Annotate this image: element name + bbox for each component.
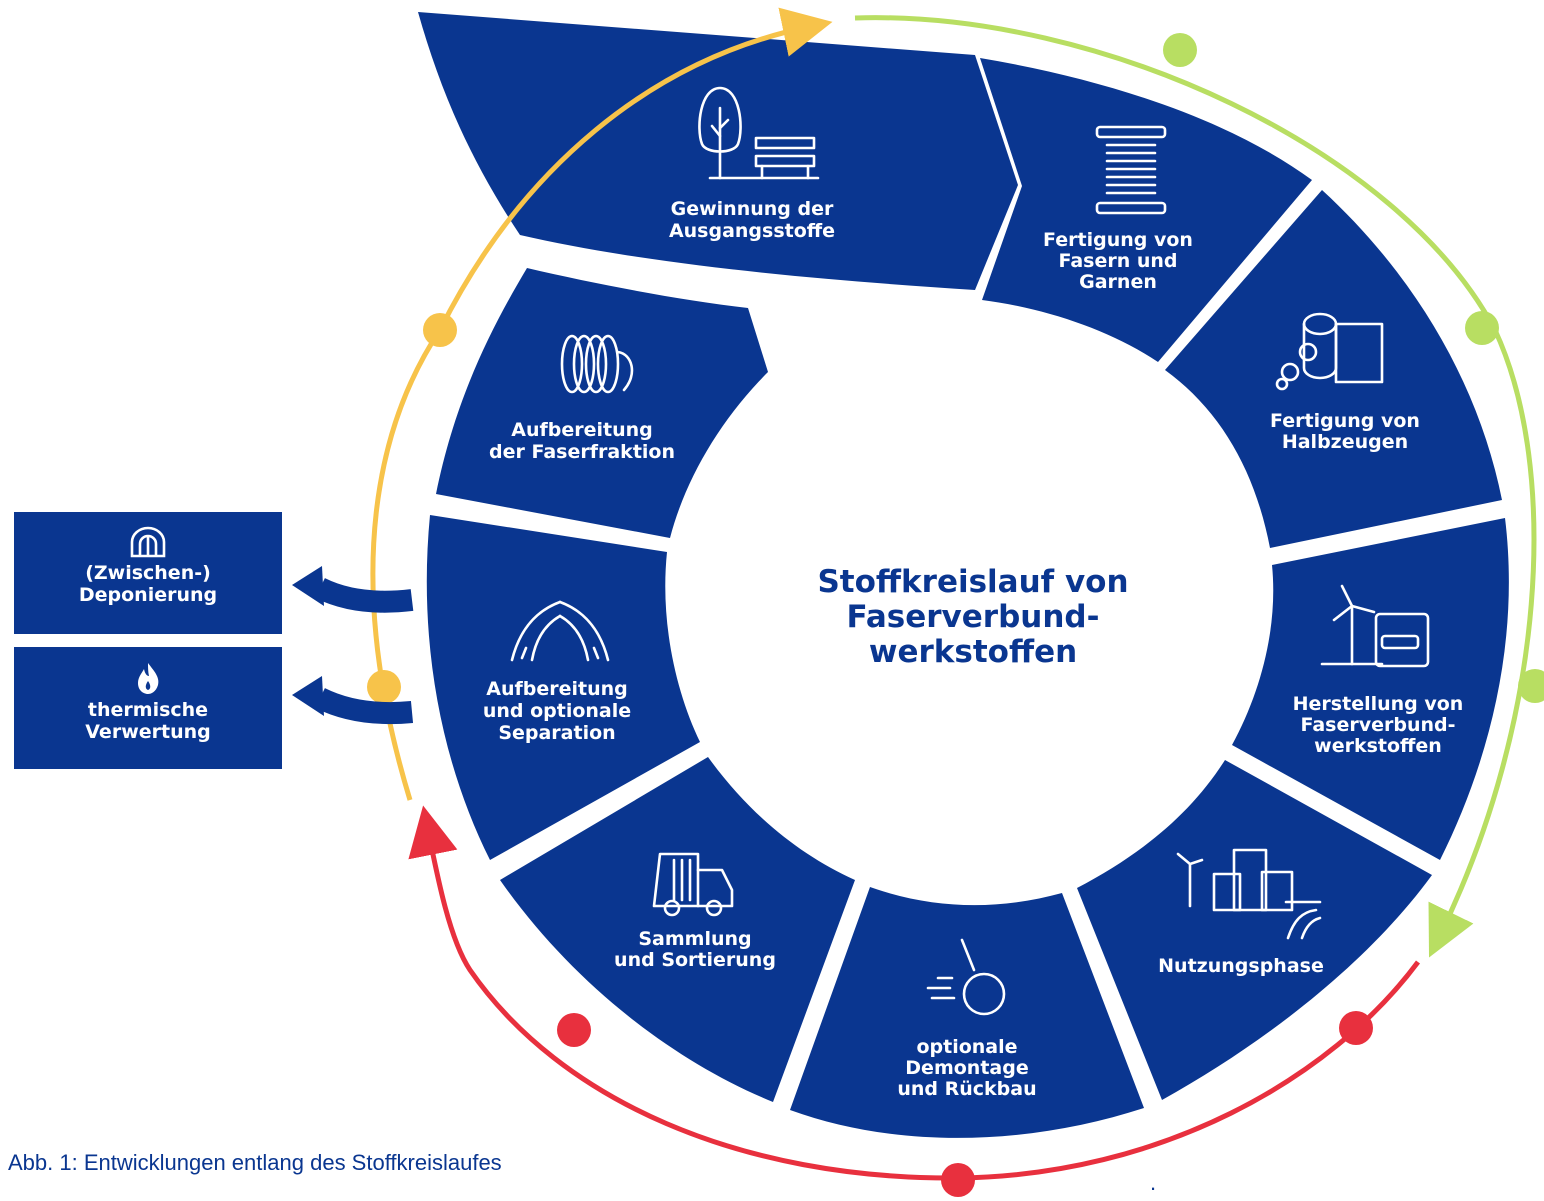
red-loop bbox=[408, 805, 1421, 1197]
center-title: Stoffkreislauf von Faserverbund- werksto… bbox=[817, 564, 1128, 670]
label-separation-1: Aufbereitung bbox=[486, 678, 628, 700]
red-loop-dot bbox=[1339, 1011, 1373, 1045]
center-title-line-3: werkstoffen bbox=[869, 634, 1077, 670]
label-gewinnung-1: Gewinnung der bbox=[671, 198, 834, 220]
label-demontage-1: optionale bbox=[916, 1036, 1017, 1058]
segment-nutzung bbox=[1077, 760, 1432, 1100]
segment-sammlung bbox=[500, 757, 855, 1102]
label-halbzeuge-1: Fertigung von bbox=[1270, 410, 1420, 432]
trailing-dot: . bbox=[1150, 1170, 1157, 1195]
yellow-loop-dot bbox=[367, 670, 401, 704]
yellow-loop-dot bbox=[423, 313, 457, 347]
green-loop bbox=[854, 15, 1544, 958]
label-herstellung-2: Faserverbund- bbox=[1300, 714, 1455, 736]
center-title-line-1: Stoffkreislauf von bbox=[817, 564, 1128, 600]
ring-segments bbox=[418, 12, 1509, 1138]
red-loop-dot bbox=[941, 1163, 975, 1197]
red-loop-arrow bbox=[408, 805, 1421, 1181]
label-herstellung-3: werkstoffen bbox=[1314, 735, 1442, 757]
outflow-arrow-deponierung bbox=[315, 578, 414, 613]
label-demontage-3: und Rückbau bbox=[897, 1078, 1036, 1100]
box-verwertung-line-1: thermische bbox=[87, 699, 209, 721]
red-loop-dot bbox=[557, 1013, 591, 1047]
wind-turbine-machine-icon bbox=[1320, 584, 1430, 668]
label-nutzung-1: Nutzungsphase bbox=[1158, 955, 1324, 977]
garbage-truck-icon bbox=[652, 852, 734, 917]
segment-separation bbox=[426, 515, 700, 860]
segment-halbzeuge bbox=[1165, 190, 1502, 548]
box-deponierung-line-1: (Zwischen-) bbox=[85, 562, 211, 584]
label-sammlung-1: Sammlung bbox=[638, 928, 751, 950]
flame-icon bbox=[138, 663, 159, 694]
figure-caption: Abb. 1: Entwicklungen entlang des Stoffk… bbox=[8, 1150, 502, 1175]
outflow-arrow-verwertung bbox=[315, 688, 414, 725]
yarn-spool-icon bbox=[1095, 125, 1167, 215]
segment-faserfraktion bbox=[436, 268, 768, 538]
label-fasern-2: Fasern und bbox=[1058, 250, 1177, 272]
outflow-arrowhead-deponierung bbox=[292, 566, 324, 606]
segment-herstellung bbox=[1232, 518, 1509, 860]
label-faserfraktion-1: Aufbereitung bbox=[511, 419, 653, 441]
label-herstellung-1: Herstellung von bbox=[1293, 693, 1464, 715]
label-fasern-1: Fertigung von bbox=[1043, 229, 1193, 251]
road-split-icon bbox=[510, 600, 610, 662]
label-separation-3: Separation bbox=[498, 722, 615, 744]
outflow-arrows bbox=[292, 566, 414, 725]
outflow-arrowhead-verwertung bbox=[292, 676, 324, 716]
label-separation-2: und optionale bbox=[483, 700, 631, 722]
segment-fasern-garnen bbox=[980, 58, 1312, 362]
label-fasern-3: Garnen bbox=[1079, 271, 1157, 293]
green-loop-dot bbox=[1465, 311, 1499, 345]
segment-labels: Gewinnung der Ausgangsstoffe Fertigung v… bbox=[483, 198, 1464, 1100]
box-verwertung-line-2: Verwertung bbox=[85, 721, 211, 743]
box-deponierung: (Zwischen-) Deponierung bbox=[14, 512, 282, 634]
fabric-roll-gears-icon bbox=[1275, 312, 1384, 391]
city-bridge-icon bbox=[1176, 848, 1322, 940]
label-demontage-2: Demontage bbox=[905, 1057, 1028, 1079]
fiber-coil-icon bbox=[560, 334, 634, 394]
box-deponierung-line-2: Deponierung bbox=[78, 584, 218, 606]
tree-bench-icon bbox=[698, 86, 820, 180]
green-loop-dot bbox=[1163, 33, 1197, 67]
box-thermische-verwertung: thermische Verwertung bbox=[14, 647, 282, 769]
center-title-line-2: Faserverbund- bbox=[847, 599, 1100, 635]
wrecking-ball-icon bbox=[926, 938, 1006, 1016]
label-gewinnung-2: Ausgangsstoffe bbox=[669, 220, 835, 242]
segment-demontage bbox=[790, 887, 1144, 1138]
label-faserfraktion-2: der Faserfraktion bbox=[489, 441, 675, 463]
tunnel-storage-icon bbox=[130, 526, 166, 558]
label-halbzeuge-2: Halbzeugen bbox=[1282, 431, 1408, 453]
label-sammlung-2: und Sortierung bbox=[614, 949, 776, 971]
green-loop-dot bbox=[1518, 669, 1544, 703]
